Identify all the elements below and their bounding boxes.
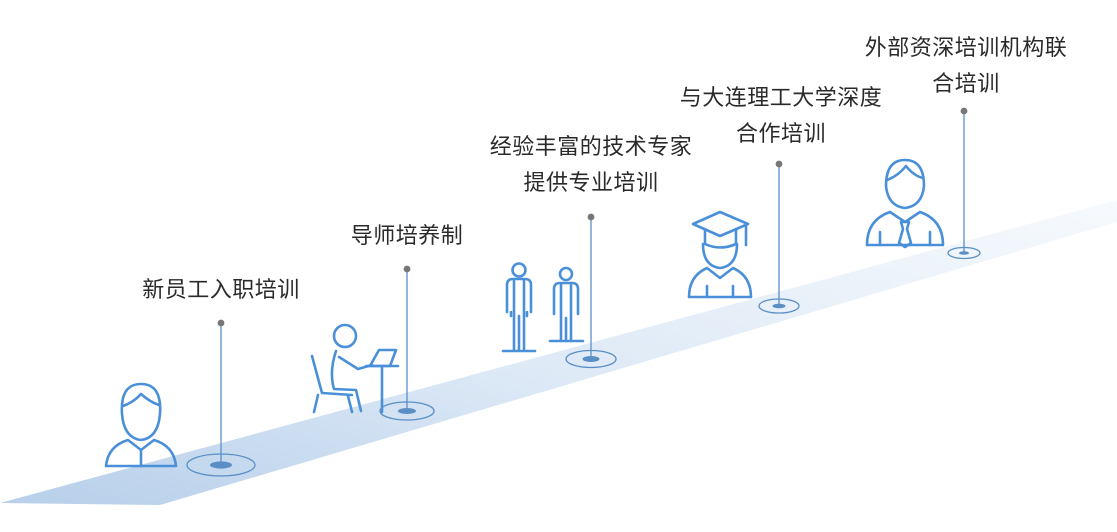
step-2-line-1: 导师培养制: [350, 224, 464, 249]
step-5-label: 外部资深培训机构联 合培训: [841, 31, 1091, 103]
step-1-marker: [186, 319, 256, 477]
step-3-line-2: 提供专业培训: [523, 171, 659, 196]
step-4-label: 与大连理工大学深度 合作培训: [656, 81, 906, 153]
step-2-label: 导师培养制: [317, 219, 497, 255]
businessman-tie-icon: [865, 158, 945, 249]
step-3-marker: [565, 213, 617, 369]
ascending-path: [0, 200, 1117, 505]
step-5-line-1: 外部资深培训机构联: [864, 36, 1068, 61]
step-4-line-1: 与大连理工大学深度: [679, 86, 883, 111]
step-4-marker: [758, 160, 800, 314]
step-2-marker: [379, 265, 435, 421]
step-4-line-2: 合作培训: [735, 122, 826, 147]
step-1-line-1: 新员工入职培训: [142, 278, 300, 303]
step-3-label: 经验丰富的技术专家 提供专业培训: [466, 130, 716, 202]
step-1-label: 新员工入职培训: [121, 273, 321, 309]
two-people-icon: [501, 262, 585, 353]
employee-bust-icon: [104, 382, 178, 468]
step-5-line-2: 合培训: [932, 72, 1000, 97]
person-at-laptop-icon: [310, 323, 400, 414]
graduate-cap-icon: [687, 210, 753, 299]
step-5-marker: [947, 107, 981, 260]
step-3-line-1: 经验丰富的技术专家: [489, 135, 693, 160]
